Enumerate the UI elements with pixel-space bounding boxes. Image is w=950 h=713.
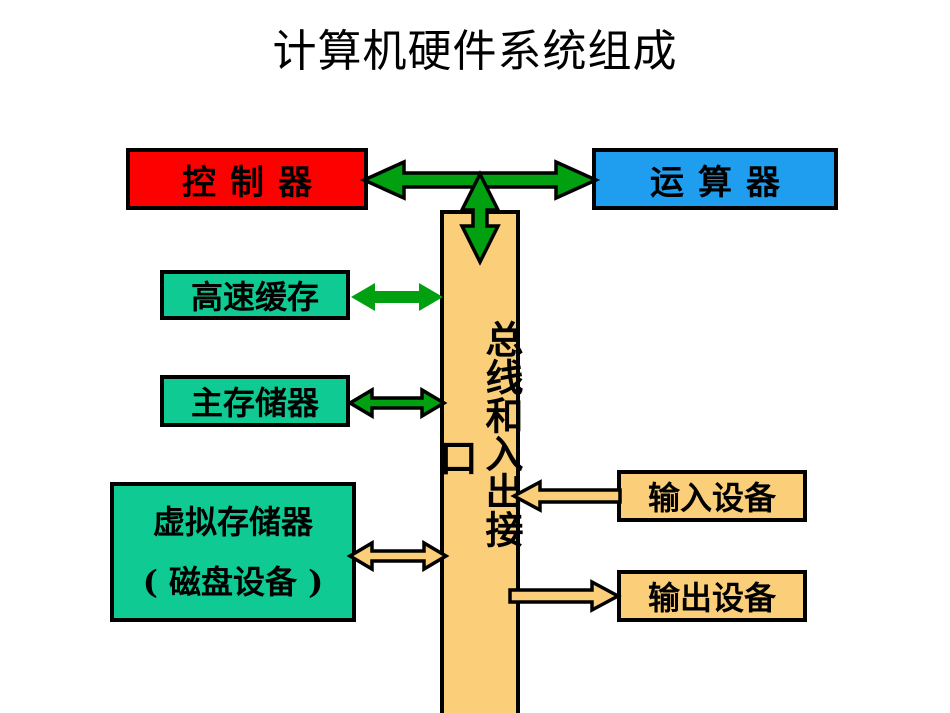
box-arithmetic-unit-label: 运算器 bbox=[650, 162, 794, 203]
box-cache-label: 高速缓存 bbox=[190, 278, 319, 316]
box-input-device[interactable]: 输入设备 bbox=[617, 470, 807, 522]
box-virtual-memory-label: 虚拟存储器 bbox=[152, 503, 313, 541]
box-cache[interactable]: 高速缓存 bbox=[160, 270, 350, 320]
box-controller-label: 控制器 bbox=[182, 162, 326, 203]
bus-cpu-arrow bbox=[456, 170, 504, 266]
box-controller[interactable]: 控制器 bbox=[126, 148, 368, 210]
box-virtual-memory-sublabel: ( 磁盘设备 ) bbox=[142, 563, 324, 601]
main-memory-bus-arrow bbox=[346, 386, 448, 420]
page-title: 计算机硬件系统组成 bbox=[272, 26, 678, 77]
cache-bus-arrow bbox=[350, 280, 444, 314]
bus-output-device-arrow bbox=[508, 579, 622, 613]
input-device-bus-arrow bbox=[510, 479, 622, 513]
box-virtual-memory[interactable]: 虚拟存储器 ( 磁盘设备 ) bbox=[110, 482, 356, 622]
box-output-device-label: 输出设备 bbox=[647, 579, 776, 617]
bus-column bbox=[440, 210, 520, 713]
box-main-memory[interactable]: 主存储器 bbox=[160, 375, 350, 427]
virtual-memory-bus-arrow bbox=[346, 539, 450, 573]
box-main-memory-label: 主存储器 bbox=[190, 384, 319, 422]
box-arithmetic-unit[interactable]: 运算器 bbox=[592, 148, 838, 210]
bus-column-label: 总线和入出接 bbox=[479, 320, 524, 548]
box-input-device-label: 输入设备 bbox=[647, 479, 776, 517]
bus-column-label-wrapped: 口 bbox=[433, 438, 478, 476]
box-output-device[interactable]: 输出设备 bbox=[617, 570, 807, 622]
